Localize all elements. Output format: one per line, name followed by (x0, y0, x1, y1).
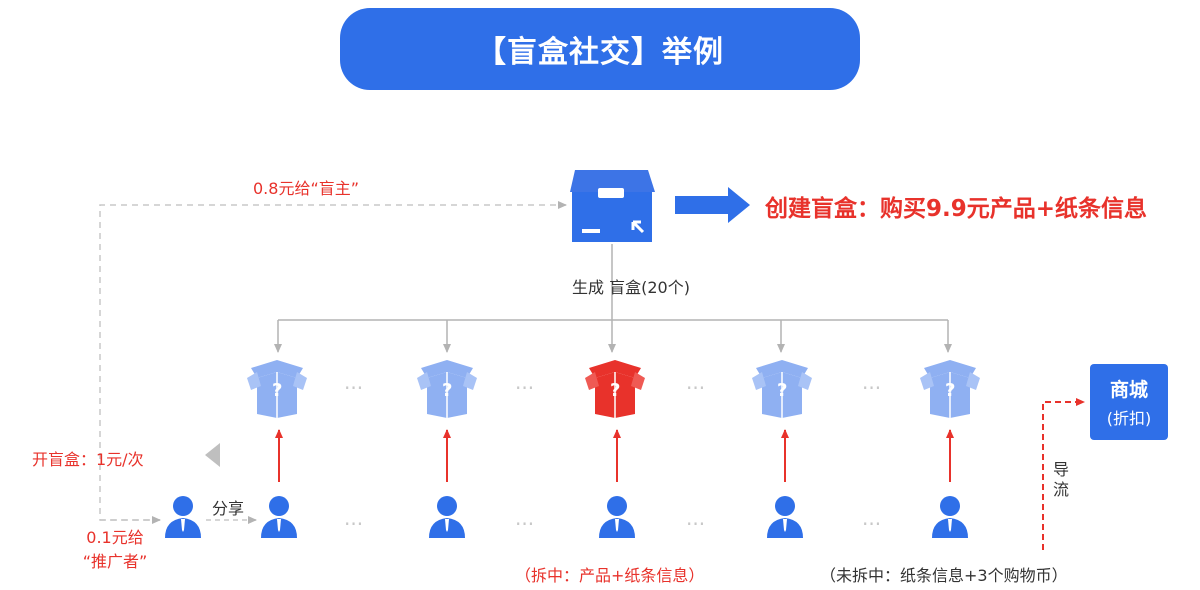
box-mark: ? (945, 380, 956, 401)
winning-box-icon (585, 360, 645, 418)
mall-box[interactable]: 商城 (折扣) (1090, 364, 1168, 440)
promoter-share-line2: “推广者” (82, 552, 148, 571)
box-mark: ? (777, 380, 788, 401)
create-box-headline: 创建盲盒：购买9.9元产品+纸条信息 (765, 196, 1148, 222)
promoter-share-line1: 0.1元给 (86, 528, 144, 547)
page-title: 【盲盒社交】举例 (476, 35, 724, 70)
ellipsis: ··· (862, 376, 882, 400)
user-icon (767, 496, 803, 538)
ellipsis: ··· (686, 376, 706, 400)
ellipsis: ··· (344, 512, 364, 536)
ellipsis: ··· (686, 512, 706, 536)
mall-title: 商城 (1109, 379, 1148, 401)
opened-box-icon (752, 360, 812, 418)
user-icon (261, 496, 297, 538)
opened-box-icon (417, 360, 477, 418)
ellipsis: ··· (515, 512, 535, 536)
box-mark: ? (272, 380, 283, 401)
user-icon (429, 496, 465, 538)
promoter-share-label: 0.1元给 “推广者” (70, 524, 160, 572)
ellipsis: ··· (515, 376, 535, 400)
owner-share-label: 0.8元给“盲主” (253, 179, 360, 198)
box-mark: ? (442, 380, 453, 401)
opened-box-icon (920, 360, 980, 418)
promoter-user-icon (165, 496, 201, 538)
ellipsis: ··· (862, 512, 882, 536)
traffic-label: 导流 (1052, 460, 1069, 499)
big-arrow-icon (675, 187, 750, 223)
user-icon (932, 496, 968, 538)
share-label: 分享 (212, 499, 245, 518)
user-icon (599, 496, 635, 538)
open-price-label: 开盲盒：1元/次 (32, 450, 144, 469)
mall-subtitle: (折扣) (1106, 409, 1152, 428)
box-mark: ? (610, 380, 621, 401)
ellipsis: ··· (344, 376, 364, 400)
main-box-icon (570, 170, 655, 242)
title-banner: 【盲盒社交】举例 (340, 8, 860, 90)
win-label: （拆中：产品+纸条信息） (515, 566, 705, 585)
generate-label: 生成 盲盒(20个) (572, 278, 690, 297)
opened-box-icon (247, 360, 307, 418)
left-triangle-icon (205, 443, 220, 467)
lose-label: （未拆中：纸条信息+3个购物币） (820, 566, 1068, 585)
